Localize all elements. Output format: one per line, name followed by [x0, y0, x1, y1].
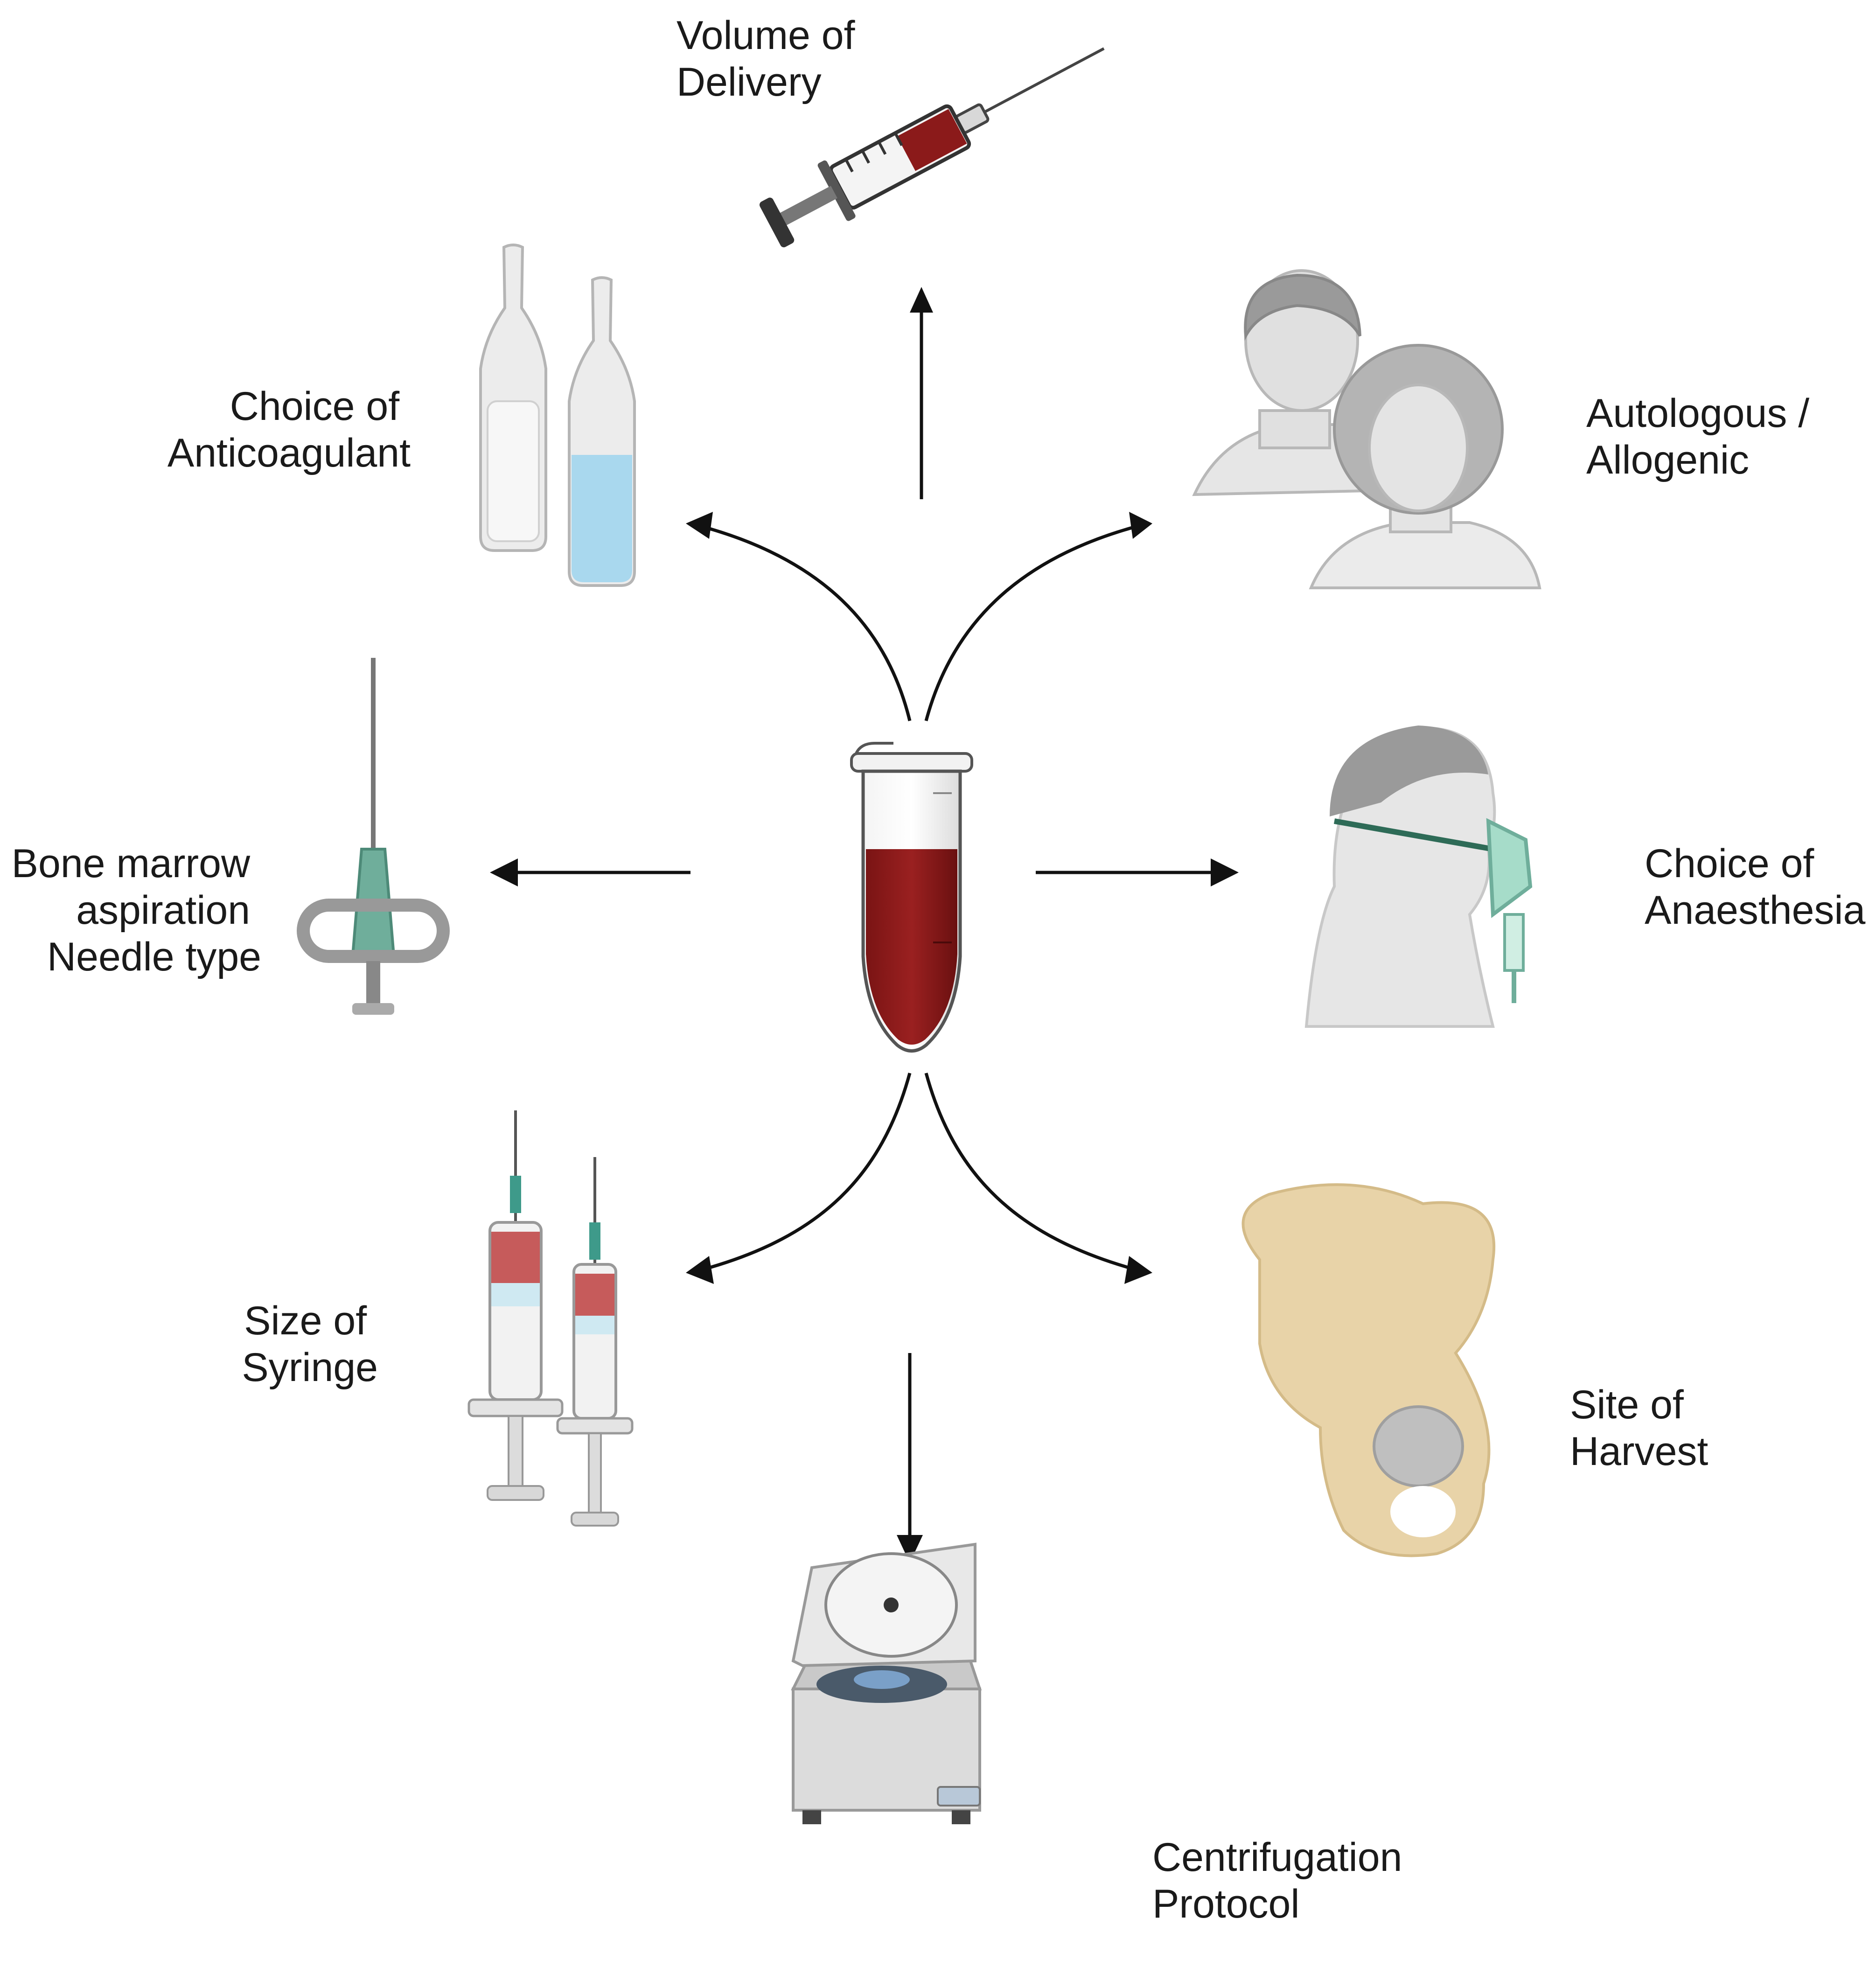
label-volume: Volume of Delivery: [676, 13, 866, 105]
label-donor-line-2: Allogenic: [1586, 438, 1749, 482]
arrow-to-donor: [924, 525, 1134, 721]
factor-labels: Volume of Delivery Choice of Anticoagula…: [12, 13, 1866, 1926]
arrowhead-syringe: [686, 1256, 714, 1284]
anaesthesia-mask-icon: [1304, 725, 1533, 1028]
arrow-to-anticoagulant: [704, 525, 912, 721]
arrowhead-anticoagulant: [686, 512, 713, 539]
arrowhead-donor: [1129, 512, 1152, 539]
anticoagulant-vials-icon: [479, 244, 636, 587]
label-needle: Bone marrow aspiration Needle type: [12, 841, 261, 979]
aspiration-needle-icon: [297, 658, 450, 1015]
arrowhead-centrifugation: [897, 1535, 923, 1563]
centrifuge-icon: [791, 1542, 982, 1824]
label-volume-line-2: Delivery: [676, 60, 822, 105]
label-anticoagulant: Choice of Anticoagulant: [167, 384, 411, 475]
label-needle-line-1: Bone marrow: [12, 841, 251, 886]
arrowhead-needle: [490, 858, 518, 886]
blood-tube-icon: [850, 742, 973, 1053]
label-harvest-line-1: Site of: [1570, 1382, 1684, 1427]
label-anaesthesia-line-2: Anaesthesia: [1645, 888, 1866, 933]
syringes-size-icon: [467, 1110, 634, 1527]
label-anaesthesia-line-1: Choice of: [1645, 841, 1814, 886]
label-harvest-line-2: Harvest: [1570, 1429, 1708, 1474]
label-donor: Autologous / Allogenic: [1586, 391, 1820, 482]
label-syringe-line-1: Size of: [244, 1298, 367, 1343]
arrows: [490, 287, 1239, 1563]
arrow-to-syringe: [704, 1073, 912, 1271]
arrowhead-volume: [910, 287, 933, 313]
arrow-to-harvest: [924, 1073, 1134, 1271]
label-needle-line-3: Needle type: [47, 935, 261, 979]
label-needle-line-2: aspiration: [76, 888, 250, 933]
label-harvest: Site of Harvest: [1570, 1382, 1708, 1474]
label-anticoagulant-line-1: Choice of: [230, 384, 400, 429]
label-volume-line-1: Volume of: [676, 13, 856, 58]
label-centrifugation-line-1: Centrifugation: [1152, 1835, 1402, 1880]
label-centrifugation: Centrifugation Protocol: [1152, 1835, 1413, 1926]
pelvis-bone-icon: [1241, 1183, 1496, 1557]
donor-faces-icon: [1192, 269, 1541, 589]
arrowhead-harvest: [1124, 1256, 1152, 1284]
label-anticoagulant-line-2: Anticoagulant: [167, 431, 411, 475]
label-syringe: Size of Syringe: [242, 1298, 378, 1390]
label-centrifugation-line-2: Protocol: [1152, 1882, 1300, 1926]
syringe-delivery-icon: [759, 47, 1105, 248]
label-anaesthesia: Choice of Anaesthesia: [1645, 841, 1866, 933]
label-syringe-line-2: Syringe: [242, 1345, 378, 1390]
label-donor-line-1: Autologous /: [1586, 391, 1809, 436]
arrowhead-anaesthesia: [1211, 858, 1239, 886]
